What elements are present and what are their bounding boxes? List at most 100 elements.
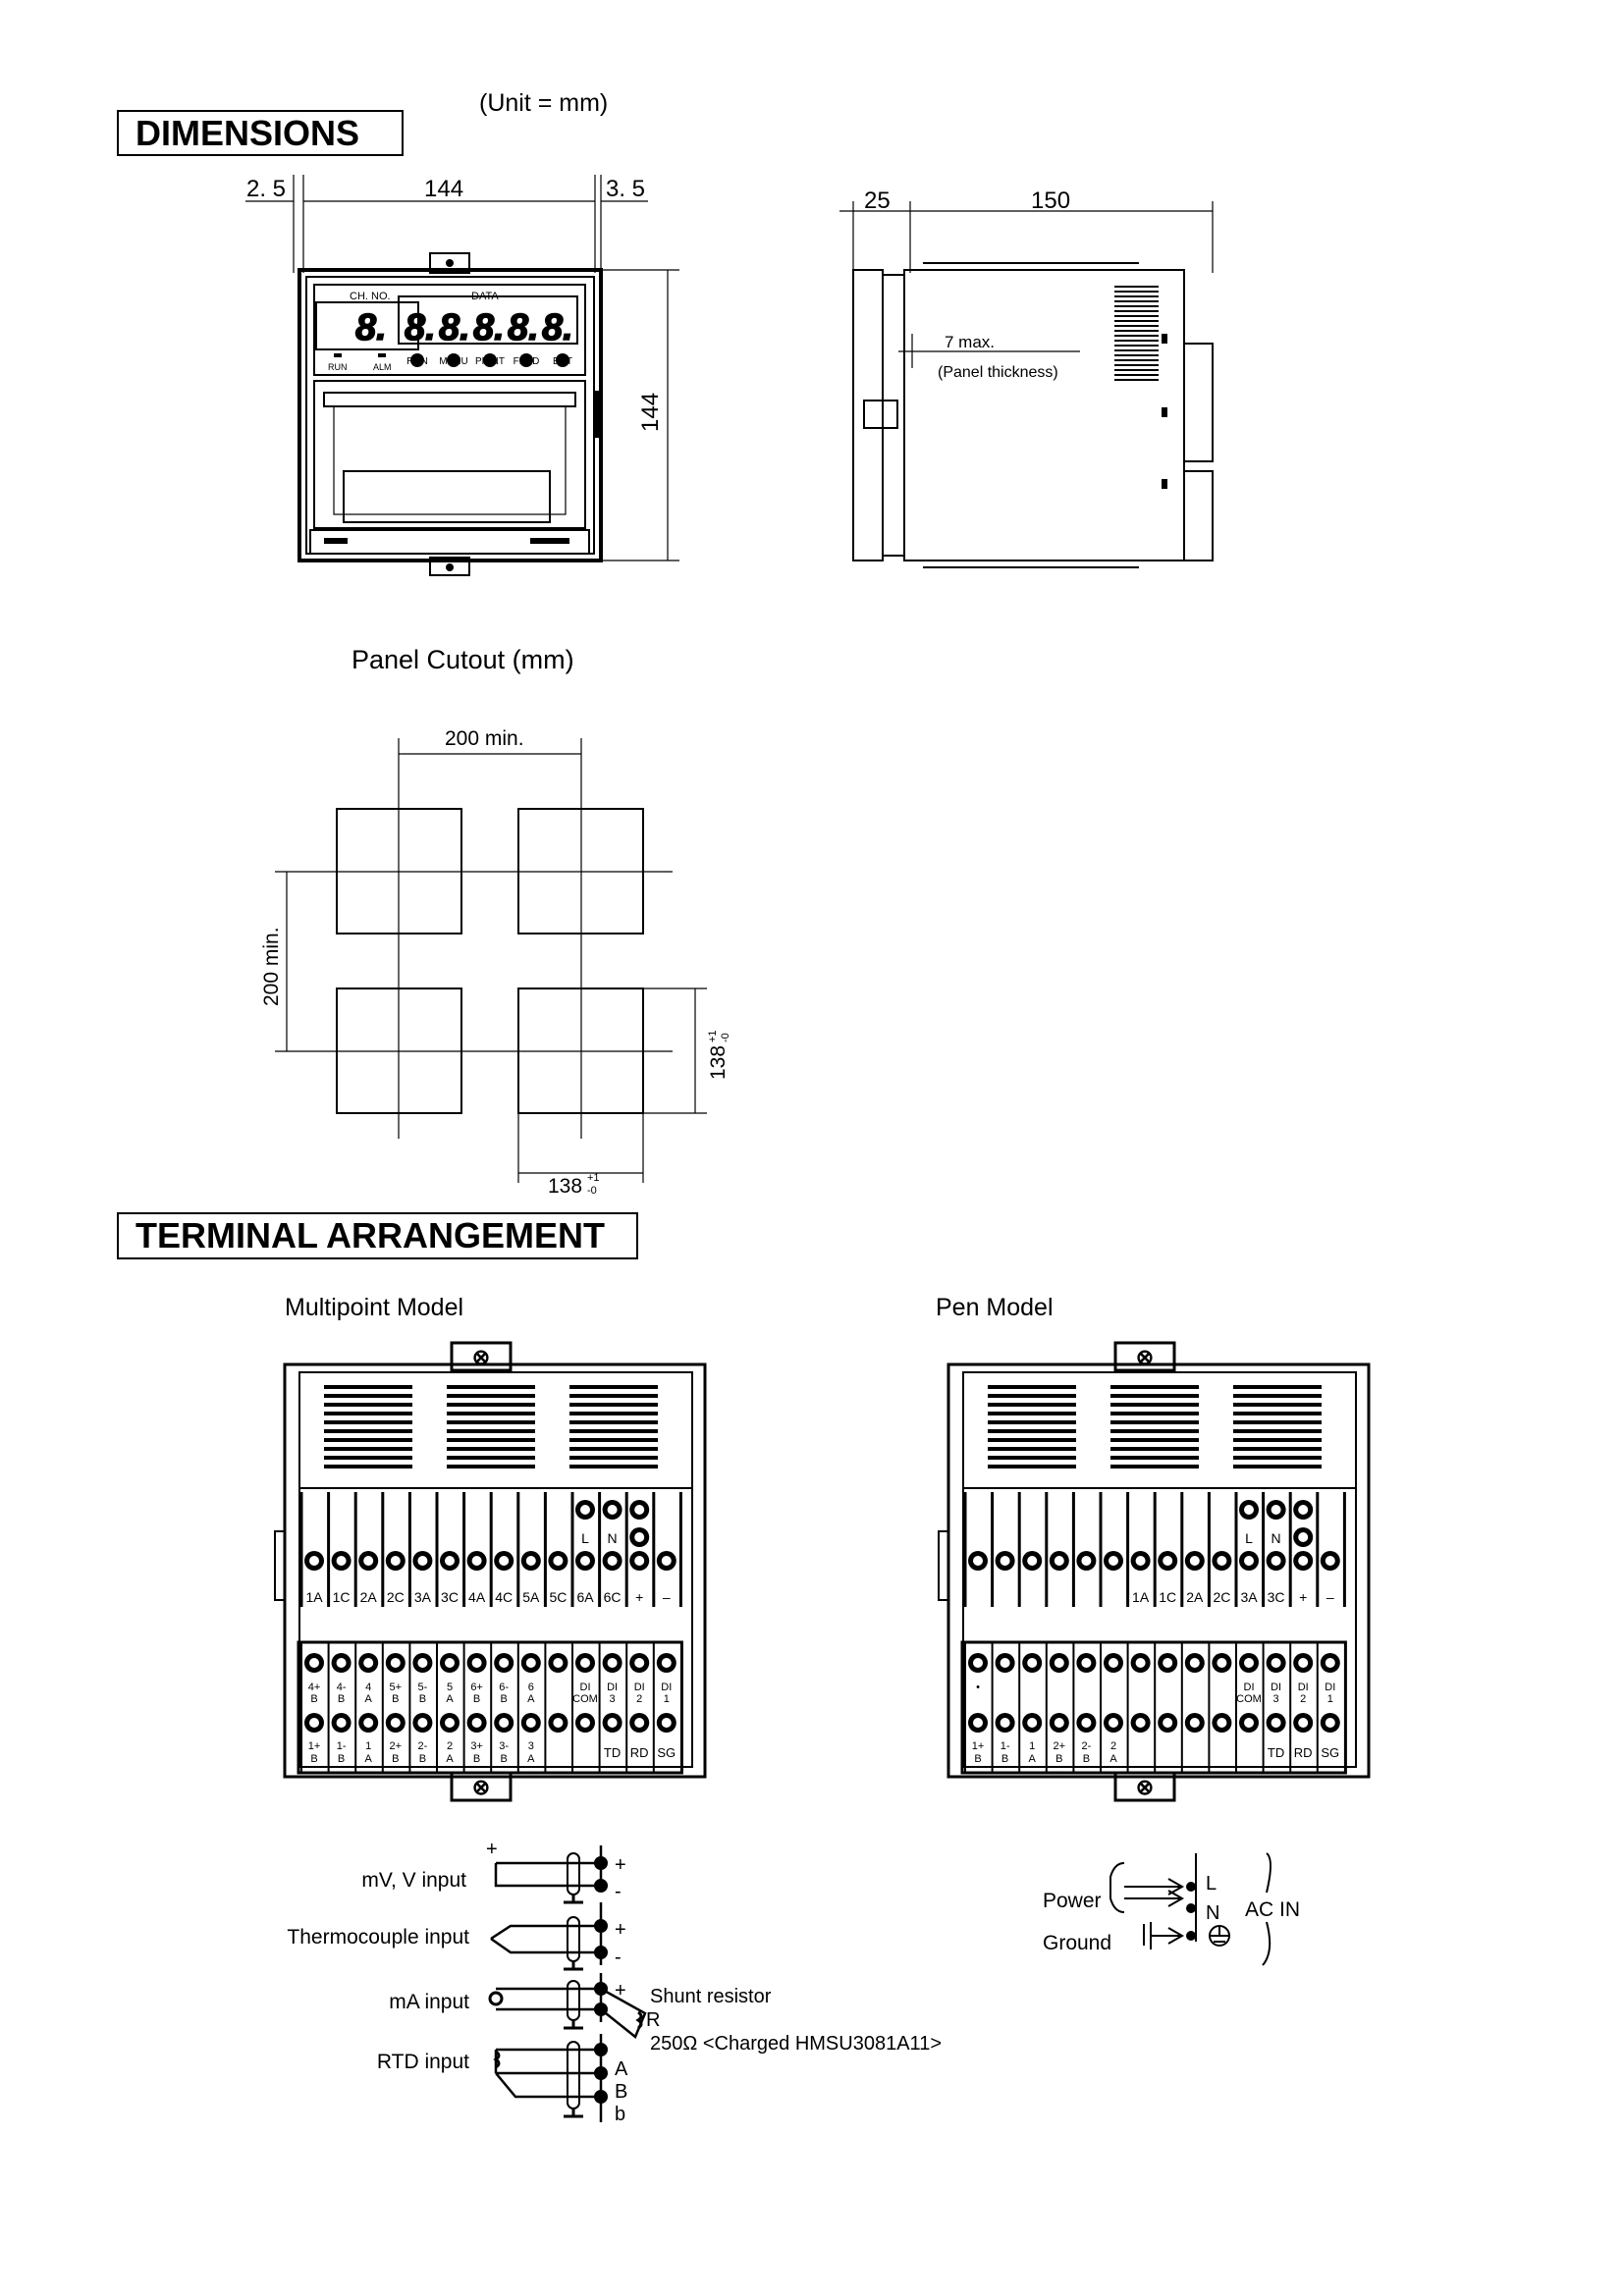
- cutout-tol-plus-v: +1: [707, 1030, 719, 1042]
- channel-digit: 8.: [355, 307, 387, 348]
- upper-terminal-label: 1A: [305, 1589, 323, 1605]
- terminal-screw-slot: [1271, 1505, 1281, 1515]
- lower-terminal-label: B: [1055, 1753, 1062, 1765]
- terminal-screw-slot: [445, 1556, 455, 1566]
- upper-terminal-label: –: [663, 1589, 671, 1605]
- terminal-screw-slot: [1027, 1556, 1038, 1566]
- terminal-screw-slot: [363, 1556, 374, 1566]
- lower-terminal-label: B: [338, 1693, 345, 1705]
- terminal-screw-slot: [1027, 1718, 1038, 1728]
- shield-icon: [567, 1852, 580, 1896]
- pen-model-title: Pen Model: [936, 1294, 1054, 1321]
- terminal-screw-slot: [1298, 1505, 1309, 1515]
- terminal-point: [594, 1879, 608, 1893]
- upper-terminal-label: 3A: [1240, 1589, 1258, 1605]
- terminal-screw-slot: [1000, 1658, 1010, 1668]
- terminal-screw-slot: [553, 1718, 564, 1728]
- led-run-label: RUN: [328, 362, 348, 372]
- shield-icon: [567, 1916, 580, 1962]
- upper-terminal-label: +: [635, 1589, 643, 1605]
- terminal-screw-slot: [661, 1718, 672, 1728]
- dim-bezel: 25: [864, 187, 891, 214]
- terminal-screw-slot: [661, 1556, 672, 1566]
- ac-in-label: AC IN: [1245, 1898, 1300, 1921]
- terminal-screw-slot: [1054, 1658, 1064, 1668]
- lower-terminal-label: 3-: [499, 1740, 509, 1752]
- upper-terminal-label: 5C: [549, 1589, 567, 1605]
- panel-cutout: Panel Cutout (mm) 200 min. 200 min. 138 …: [260, 645, 731, 1198]
- terminal-screw-slot: [1244, 1505, 1254, 1515]
- data-digit: 8.: [405, 307, 436, 348]
- lower-terminal-label: A: [446, 1753, 454, 1765]
- power-n-term: N: [1206, 1902, 1219, 1924]
- cutout-tol-minus-h: -0: [587, 1185, 597, 1197]
- terminal-screw-slot: [499, 1718, 510, 1728]
- terminal-screw-slot: [445, 1658, 455, 1668]
- terminal-screw-slot: [607, 1556, 618, 1566]
- lower-terminal-label: B: [1001, 1753, 1008, 1765]
- lower-terminal-label: A: [446, 1693, 454, 1705]
- terminal-screw-slot: [1109, 1556, 1118, 1566]
- lower-terminal-label: 1: [1327, 1693, 1333, 1705]
- lower-terminal-label: 5: [447, 1682, 453, 1693]
- ch-no-label: CH. NO.: [350, 291, 391, 302]
- terminal-screw-slot: [445, 1718, 455, 1728]
- led-alm-label: ALM: [373, 362, 392, 372]
- lower-terminal-label: 2+: [1054, 1740, 1066, 1752]
- upper-terminal-label: 2A: [1186, 1589, 1204, 1605]
- terminal-screw-slot: [363, 1658, 374, 1668]
- cutout-size-vertical: 138: [707, 1045, 730, 1080]
- terminal-screw-slot: [1244, 1556, 1254, 1566]
- terminal-screw-slot: [553, 1658, 564, 1668]
- top-mounting-bracket: [450, 1341, 513, 1372]
- terminal-point: [594, 2002, 608, 2016]
- lower-terminal-label: 6+: [470, 1682, 483, 1693]
- power-l-term: L: [1206, 1873, 1217, 1895]
- lower-terminal-label: 1: [664, 1693, 670, 1705]
- upper-terminal-label: 4A: [468, 1589, 486, 1605]
- front-button-menu: [447, 353, 460, 367]
- lower-terminal-label: DI: [661, 1682, 672, 1693]
- terminal-screw-slot: [553, 1556, 564, 1566]
- lower-terminal-label: 2: [1110, 1740, 1116, 1752]
- front-button-print: [483, 353, 497, 367]
- terminal-screw-slot: [309, 1556, 319, 1566]
- terminal-screw-slot: [336, 1718, 347, 1728]
- lower-terminal-label: DI: [580, 1682, 591, 1693]
- lower-terminal-label: 2: [636, 1693, 642, 1705]
- vent-panel: [298, 1371, 693, 1489]
- terminal-screw-slot: [499, 1556, 510, 1566]
- lower-terminal-label: 1-: [1001, 1740, 1010, 1752]
- terminal-screw-slot: [390, 1658, 401, 1668]
- lower-terminal-label: 2+: [390, 1740, 403, 1752]
- input-wiring-diagram: mV, V input Thermocouple input mA input …: [287, 1839, 942, 2125]
- terminal-screw-slot: [634, 1556, 645, 1566]
- lower-terminal-label: B: [501, 1693, 508, 1705]
- terminal-screw-slot: [634, 1505, 645, 1515]
- terminal-screw-slot: [607, 1505, 618, 1515]
- lower-terminal-label: 2: [1300, 1693, 1306, 1705]
- shield-icon: [567, 2041, 580, 2109]
- thermocouple-input-label: Thermocouple input: [287, 1926, 469, 1949]
- ground-icon: [564, 1895, 583, 1904]
- power-terminal-label: L: [581, 1530, 589, 1546]
- lower-terminal-label: 2-: [1082, 1740, 1092, 1752]
- terminal-screw-slot: [1298, 1718, 1309, 1728]
- terminal-title: TERMINAL ARRANGEMENT: [135, 1215, 605, 1255]
- terminal-screw-slot: [1135, 1718, 1146, 1728]
- terminal-screw-slot: [1298, 1556, 1309, 1566]
- terminal-screw-slot: [1217, 1658, 1227, 1668]
- lower-terminal-label: 2: [447, 1740, 453, 1752]
- cutout-tol-minus-v: -0: [720, 1033, 731, 1042]
- terminal-screw-slot: [607, 1718, 618, 1728]
- terminal-screw-slot: [1081, 1718, 1092, 1728]
- lower-terminal-label: TD: [604, 1745, 621, 1760]
- front-view: 2. 5 144 3. 5 144 CH. NO. DATA 8. 8.8.8.…: [245, 175, 679, 576]
- terminal-screw-slot: [1081, 1556, 1092, 1566]
- lower-terminal-label: DI: [1298, 1682, 1309, 1693]
- terminal-screw-slot: [1135, 1556, 1146, 1566]
- lower-terminal-label: 1-: [337, 1740, 347, 1752]
- tc-minus-term: -: [615, 1947, 622, 1968]
- terminal-screw-slot: [1244, 1658, 1254, 1668]
- front-button-label: PRINT: [475, 356, 505, 367]
